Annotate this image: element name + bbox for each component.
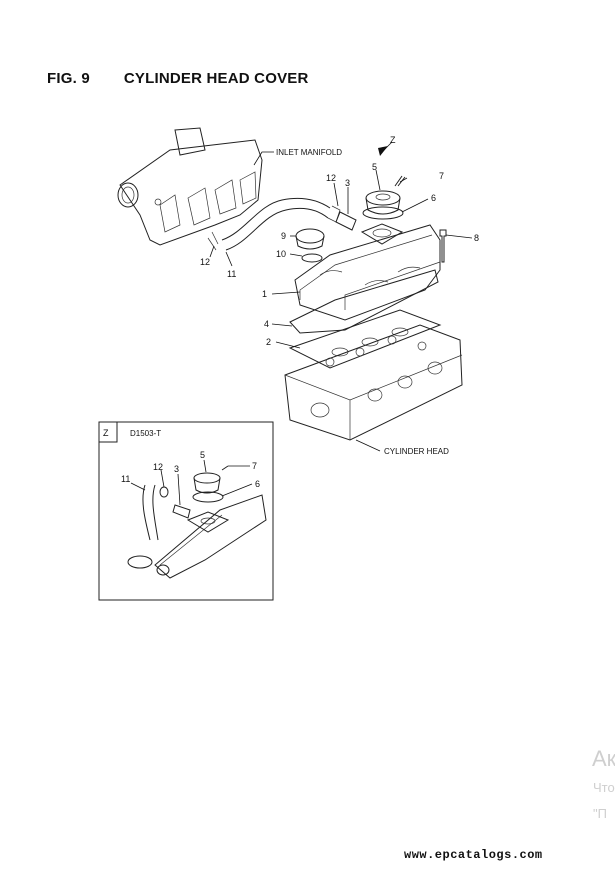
callout-8: 8: [474, 233, 479, 243]
head-gasket: [288, 309, 442, 369]
breather-pipe: [335, 211, 357, 231]
figure-title: FIG. 9 CYLINDER HEAD COVER: [47, 70, 309, 87]
breather-assembly: [360, 175, 406, 245]
callout-12-lower: 12: [200, 257, 210, 267]
callout-3: 3: [345, 178, 350, 188]
breather-hose: [207, 197, 341, 251]
inset-callout-3: 3: [174, 464, 179, 474]
inset-callout-11: 11: [121, 474, 130, 484]
watermark-line-2: Что: [593, 780, 615, 795]
inset-tag: Z: [103, 428, 109, 438]
figure-name: CYLINDER HEAD COVER: [123, 70, 309, 87]
callout-4: 4: [264, 319, 269, 329]
callout-10: 10: [276, 249, 286, 259]
inset-callout-7: 7: [252, 461, 257, 471]
figure-number: FIG. 9: [47, 70, 90, 87]
inset-view-z: [98, 421, 274, 601]
inset-callout-12: 12: [153, 462, 163, 472]
watermark-line-3: "П: [593, 806, 607, 821]
view-z-label: Z: [390, 135, 396, 145]
callout-9: 9: [281, 231, 286, 241]
cylinder-head-cover: [294, 224, 441, 321]
oil-filler-cap: [295, 228, 325, 263]
leader-lines: [209, 151, 473, 452]
inset-callout-6: 6: [255, 479, 260, 489]
inset-model: D1503-T: [130, 429, 161, 438]
callout-12: 12: [326, 173, 336, 183]
callout-5: 5: [372, 162, 377, 172]
cover-bolt: [439, 229, 447, 263]
cylinder-head: [284, 324, 463, 441]
callout-1: 1: [262, 289, 267, 299]
watermark-line-1: Ак: [592, 746, 615, 771]
cylinder-head-label: CYLINDER HEAD: [384, 447, 449, 456]
inlet-manifold-drawing: [117, 127, 263, 246]
inlet-manifold-label: INLET MANIFOLD: [276, 148, 342, 157]
inset-callout-5: 5: [200, 450, 205, 460]
callout-2: 2: [266, 337, 271, 347]
footer-site-url: www.epcatalogs.com: [404, 848, 543, 862]
cover-gasket: [289, 269, 439, 334]
view-z-arrow-stem: [381, 141, 393, 153]
callout-11: 11: [227, 269, 236, 279]
callout-7: 7: [439, 171, 444, 181]
callout-6: 6: [431, 193, 436, 203]
